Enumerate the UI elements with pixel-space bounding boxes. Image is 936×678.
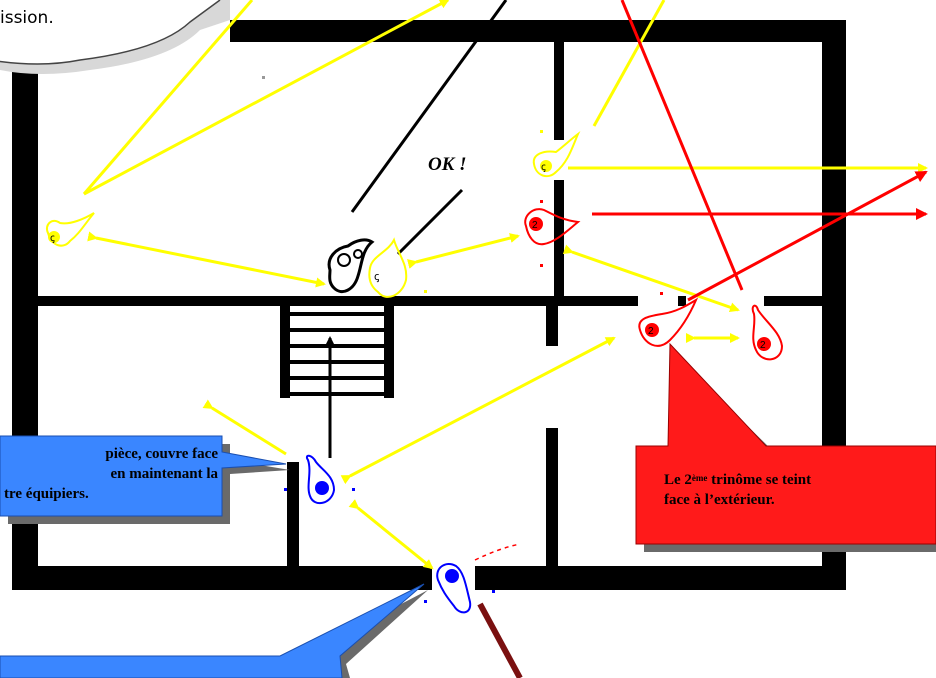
callout-blue-bottom-shape [0, 583, 428, 678]
wall-top [230, 20, 838, 42]
callout-blue-left-line3: tre équipiers. [4, 486, 89, 502]
detail-dots [262, 76, 663, 603]
callout-blue-left-shape [0, 435, 290, 524]
red-arrows [592, 0, 928, 302]
callout-red-line1-b: trinôme se teint [707, 472, 812, 488]
red-member-2: 2 [638, 297, 699, 347]
wall-interior-vertical-upper [554, 42, 564, 140]
yellow-member-left: ꞔ [46, 212, 95, 247]
wall-bottom-right [475, 566, 845, 590]
callout-red-line1-sup: ème [691, 473, 708, 483]
callout-red-right-text: Le 2ème trinôme se teint face à l’extéri… [664, 470, 936, 510]
callout-blue-left-text: pièce, couvre face en maintenant la tre … [4, 444, 218, 504]
red-member-3: 2 [751, 304, 784, 361]
yellow-member-right: ꞔ [532, 130, 581, 178]
red-team: 2 2 2 [524, 208, 784, 361]
svg-text:ꞔ: ꞔ [541, 162, 546, 173]
wall-interior-door-jamb-1 [678, 296, 686, 306]
svg-text:ꞔ: ꞔ [374, 271, 379, 283]
callout-blue-left-line1: pièce, couvre face [105, 446, 218, 462]
wall-interior-horizontal [38, 296, 638, 306]
wall-interior-vertical-mid [554, 180, 564, 306]
svg-text:ꞔ: ꞔ [50, 233, 55, 244]
yellow-member-center: ꞔ [368, 237, 408, 298]
yellow-arrows [82, 0, 928, 570]
blue-member-2 [436, 562, 472, 614]
callout-red-right-line2: face à l’extérieur. [664, 492, 775, 508]
wall-interior-vertical-small [287, 462, 299, 566]
yellow-team: ꞔ ꞔ ꞔ [46, 130, 581, 298]
wall-interior-vertical-lower-a [546, 306, 558, 346]
wall-interior-horizontal-right [764, 296, 824, 306]
svg-text:2: 2 [648, 326, 654, 337]
door-bar [477, 602, 523, 678]
callout-red-right-line1: Le 2ème trinôme se teint [664, 470, 936, 490]
staircase [280, 306, 394, 398]
wall-interior-vertical-lower-b [546, 428, 558, 566]
ok-label: OK ! [428, 154, 467, 175]
door-swing [474, 543, 521, 561]
blue-member-1 [306, 454, 336, 505]
svg-text:2: 2 [760, 340, 766, 351]
callout-red-right-shape [635, 342, 936, 552]
black-leader [327, 238, 375, 293]
blue-team [306, 454, 472, 614]
callout-red-line1-a: Le 2 [664, 472, 692, 488]
callout-blue-left-line2: en maintenant la [110, 466, 218, 482]
speech-bubble [0, 0, 230, 74]
red-member-1: 2 [524, 208, 581, 246]
svg-text:2: 2 [532, 220, 538, 231]
wall-bottom-left [12, 566, 432, 590]
black-lines [324, 0, 508, 458]
speech-bubble-text: ission. [0, 8, 54, 28]
